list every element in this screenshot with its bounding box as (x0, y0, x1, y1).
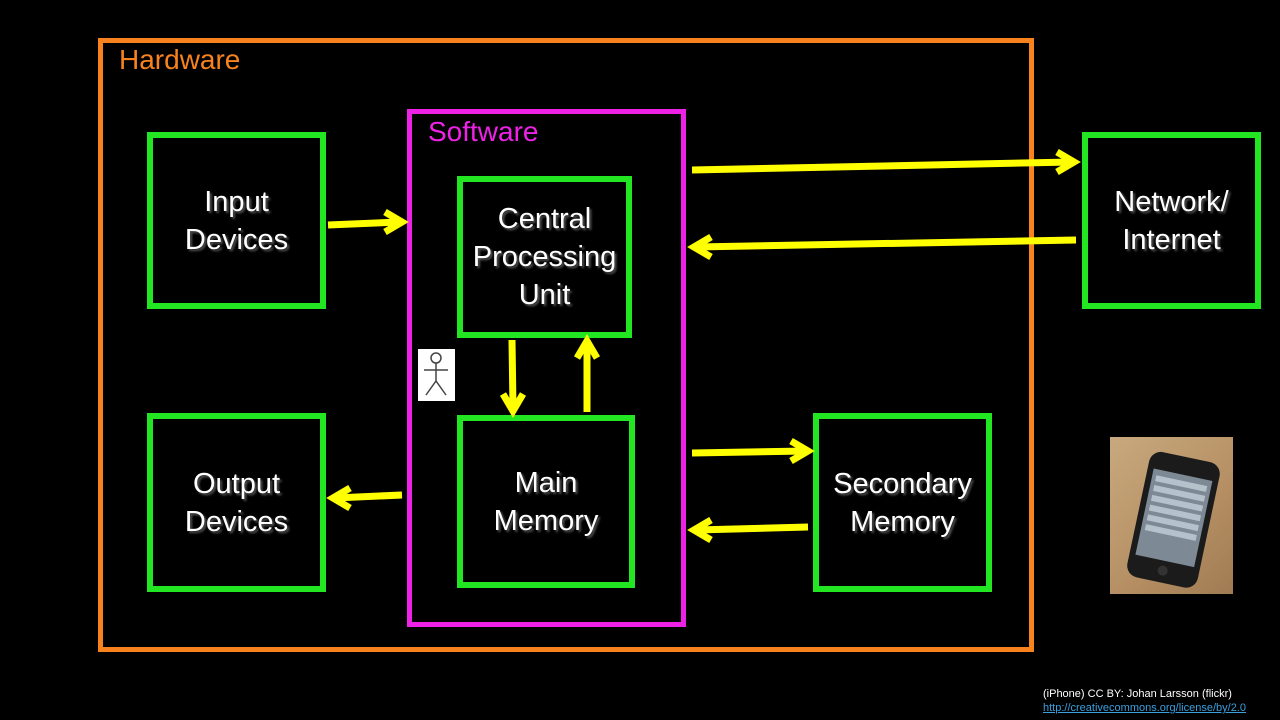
main-memory-box: Main Memory (457, 415, 635, 588)
cpu-label: Central Processing Unit (472, 203, 617, 311)
arrow-software-to-output (326, 484, 403, 512)
arrow-secondary-to-memory (687, 516, 809, 544)
credit-text: (iPhone) CC BY: Johan Larsson (flickr) (1043, 688, 1232, 700)
credit-link[interactable]: http://creativecommons.org/license/by/2.… (1043, 702, 1246, 714)
secondary-memory-box: Secondary Memory (813, 413, 992, 592)
arrow-cpu-to-memory (499, 339, 527, 418)
input-devices-label: Input Devices (184, 185, 289, 256)
network-internet-box: Network/ Internet (1082, 132, 1261, 309)
iphone-photo (1110, 437, 1233, 594)
output-devices-label: Output Devices (184, 467, 289, 538)
cpu-box: Central Processing Unit (457, 176, 632, 338)
software-frame (407, 109, 686, 627)
image-credit: (iPhone) CC BY: Johan Larsson (flickr) h… (1043, 687, 1280, 715)
input-devices-box: Input Devices (147, 132, 326, 309)
arrow-input-to-software (327, 208, 409, 236)
hardware-label: Hardware (119, 44, 241, 75)
software-label: Software (428, 116, 539, 147)
arrow-software-to-network (691, 148, 1081, 176)
main-memory-label: Main Memory (493, 466, 599, 537)
secondary-memory-label: Secondary Memory (833, 467, 972, 538)
arrow-memory-to-secondary (691, 437, 815, 465)
stick-figure-icon (418, 349, 455, 401)
network-internet-label: Network/ Internet (1114, 185, 1229, 256)
arrow-network-to-software (687, 233, 1077, 261)
hardware-frame (98, 38, 1034, 652)
arrow-memory-to-cpu (573, 334, 601, 412)
output-devices-box: Output Devices (147, 413, 326, 592)
